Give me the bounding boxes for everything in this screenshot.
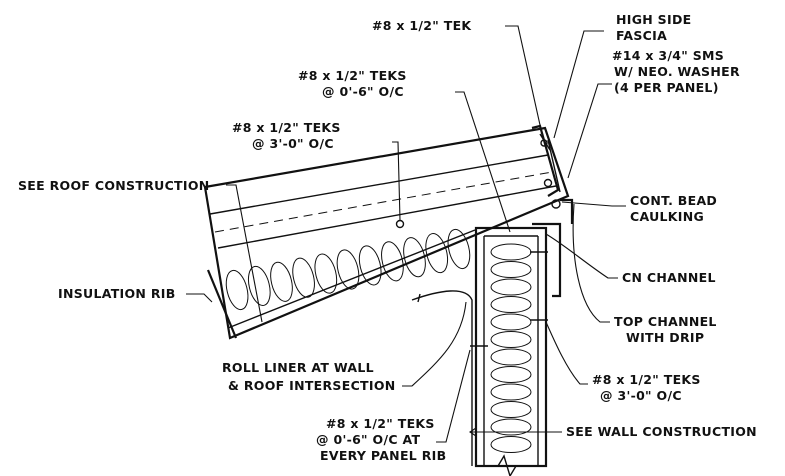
roof-top-skin — [209, 154, 549, 215]
leader-tek-single — [505, 25, 543, 135]
label-teks-wall-line1: #8 x 1/2" TEKS — [592, 372, 701, 387]
label-teks-rib-line2: @ 0'-6" O/C AT — [316, 432, 420, 447]
wall-insulation — [490, 243, 532, 453]
label-see-wall: SEE WALL CONSTRUCTION — [566, 424, 757, 439]
label-teks-3-line1: #8 x 1/2" TEKS — [232, 120, 341, 135]
roof-insulation-loop — [225, 269, 249, 311]
leader-see-roof — [226, 184, 263, 323]
roll-liner-curve — [411, 290, 473, 466]
label-sms-line1: #14 x 3/4" SMS — [612, 48, 724, 63]
fascia-tek-screw-icon — [543, 178, 553, 188]
label-tek-single: #8 x 1/2" TEK — [372, 18, 472, 33]
label-sms-line2: W/ NEO. WASHER — [614, 64, 740, 79]
callout-labels: #8 x 1/2" TEK HIGH SIDE FASCIA #8 x 1/2"… — [18, 12, 757, 463]
label-cn-channel: CN CHANNEL — [622, 270, 716, 285]
wall-insulation-loop — [490, 261, 532, 278]
high-side-fascia — [531, 124, 561, 197]
wall-insulation-loop — [490, 313, 532, 331]
label-top-channel-line2: WITH DRIP — [626, 330, 704, 345]
leader-sms — [567, 83, 612, 179]
roof-centerline — [214, 171, 553, 233]
top-channel-drip — [560, 198, 574, 224]
roof-insulation-loop — [358, 245, 382, 286]
wall-panel-outline — [474, 226, 548, 468]
roof-insulation-loop — [270, 261, 293, 302]
roof-insulation-loop — [336, 249, 360, 290]
wall-insulation-loop — [490, 331, 532, 348]
label-sms-line3: (4 PER PANEL) — [614, 80, 719, 95]
fascia-screw-shank — [539, 133, 551, 151]
leader-cn-channel — [545, 233, 618, 279]
label-teks-rib-line1: #8 x 1/2" TEKS — [326, 416, 435, 431]
fascia-edge — [547, 139, 561, 193]
label-bead-line1: CONT. BEAD — [630, 193, 717, 208]
label-teks-6-line2: @ 0'-6" O/C — [322, 84, 404, 99]
roof-end-rib — [206, 269, 238, 339]
wall-insulation-loop — [490, 383, 532, 401]
label-insulation-rib: INSULATION RIB — [58, 286, 176, 301]
leader-teks-3 — [392, 141, 401, 221]
wall-insulation-loop — [490, 436, 532, 453]
leader-teks-wall — [545, 321, 588, 385]
leader-caulking — [561, 201, 626, 207]
roof-insulation-loop — [425, 233, 449, 274]
label-teks-3-line2: @ 3'-0" O/C — [252, 136, 334, 151]
label-bead-line2: CAULKING — [630, 209, 704, 224]
roof-insulation-loop — [381, 241, 404, 282]
roof-insulation-loop — [247, 265, 271, 306]
label-roll-liner-line2: & ROOF INTERSECTION — [228, 378, 396, 393]
roof-panel — [203, 126, 570, 340]
fascia-outline — [531, 124, 560, 197]
wall-insulation-loop — [490, 296, 532, 313]
leader-top-channel — [572, 203, 610, 323]
wall-panel — [470, 198, 574, 476]
label-high-side: HIGH SIDE — [616, 12, 691, 27]
roof-tek-screw-icon — [395, 219, 405, 229]
wall-insulation-loop — [490, 418, 532, 436]
caulking-bead-icon — [551, 199, 561, 209]
roof-insulation-loop — [447, 228, 471, 270]
leader-fascia — [553, 30, 604, 139]
roof-panel-outline — [203, 126, 570, 340]
roof-insulation — [225, 228, 471, 311]
roof-insulation-loop — [292, 257, 315, 298]
wall-insulation-loop — [490, 366, 532, 383]
leader-teks-6 — [455, 91, 511, 233]
roll-liner-fastener — [417, 293, 421, 303]
wall-insulation-loop — [490, 243, 532, 261]
roof-lower-skin — [217, 185, 557, 249]
wall-insulation-loop — [490, 348, 532, 366]
label-teks-wall-line2: @ 3'-0" O/C — [600, 388, 682, 403]
leader-roll-liner — [402, 301, 467, 387]
cn-channel — [532, 222, 562, 298]
leader-teks-rib — [436, 349, 471, 443]
label-roll-liner-line1: ROLL LINER AT WALL — [222, 360, 374, 375]
wall-insulation-loop — [490, 278, 532, 296]
wall-insulation-loop — [490, 401, 532, 418]
label-teks-6-line1: #8 x 1/2" TEKS — [298, 68, 407, 83]
leader-lines — [186, 25, 626, 443]
leader-see-wall-arrow — [469, 427, 477, 437]
label-teks-rib-line3: EVERY PANEL RIB — [320, 448, 446, 463]
label-see-roof: SEE ROOF CONSTRUCTION — [18, 178, 210, 193]
roof-insulation-loop — [403, 237, 426, 278]
wall-break-line — [497, 454, 517, 476]
leader-insulation-rib — [186, 293, 213, 303]
label-fascia: FASCIA — [616, 28, 667, 43]
roof-insulation-loop — [314, 253, 338, 294]
label-top-channel-line1: TOP CHANNEL — [614, 314, 717, 329]
roof-liner — [227, 229, 476, 329]
